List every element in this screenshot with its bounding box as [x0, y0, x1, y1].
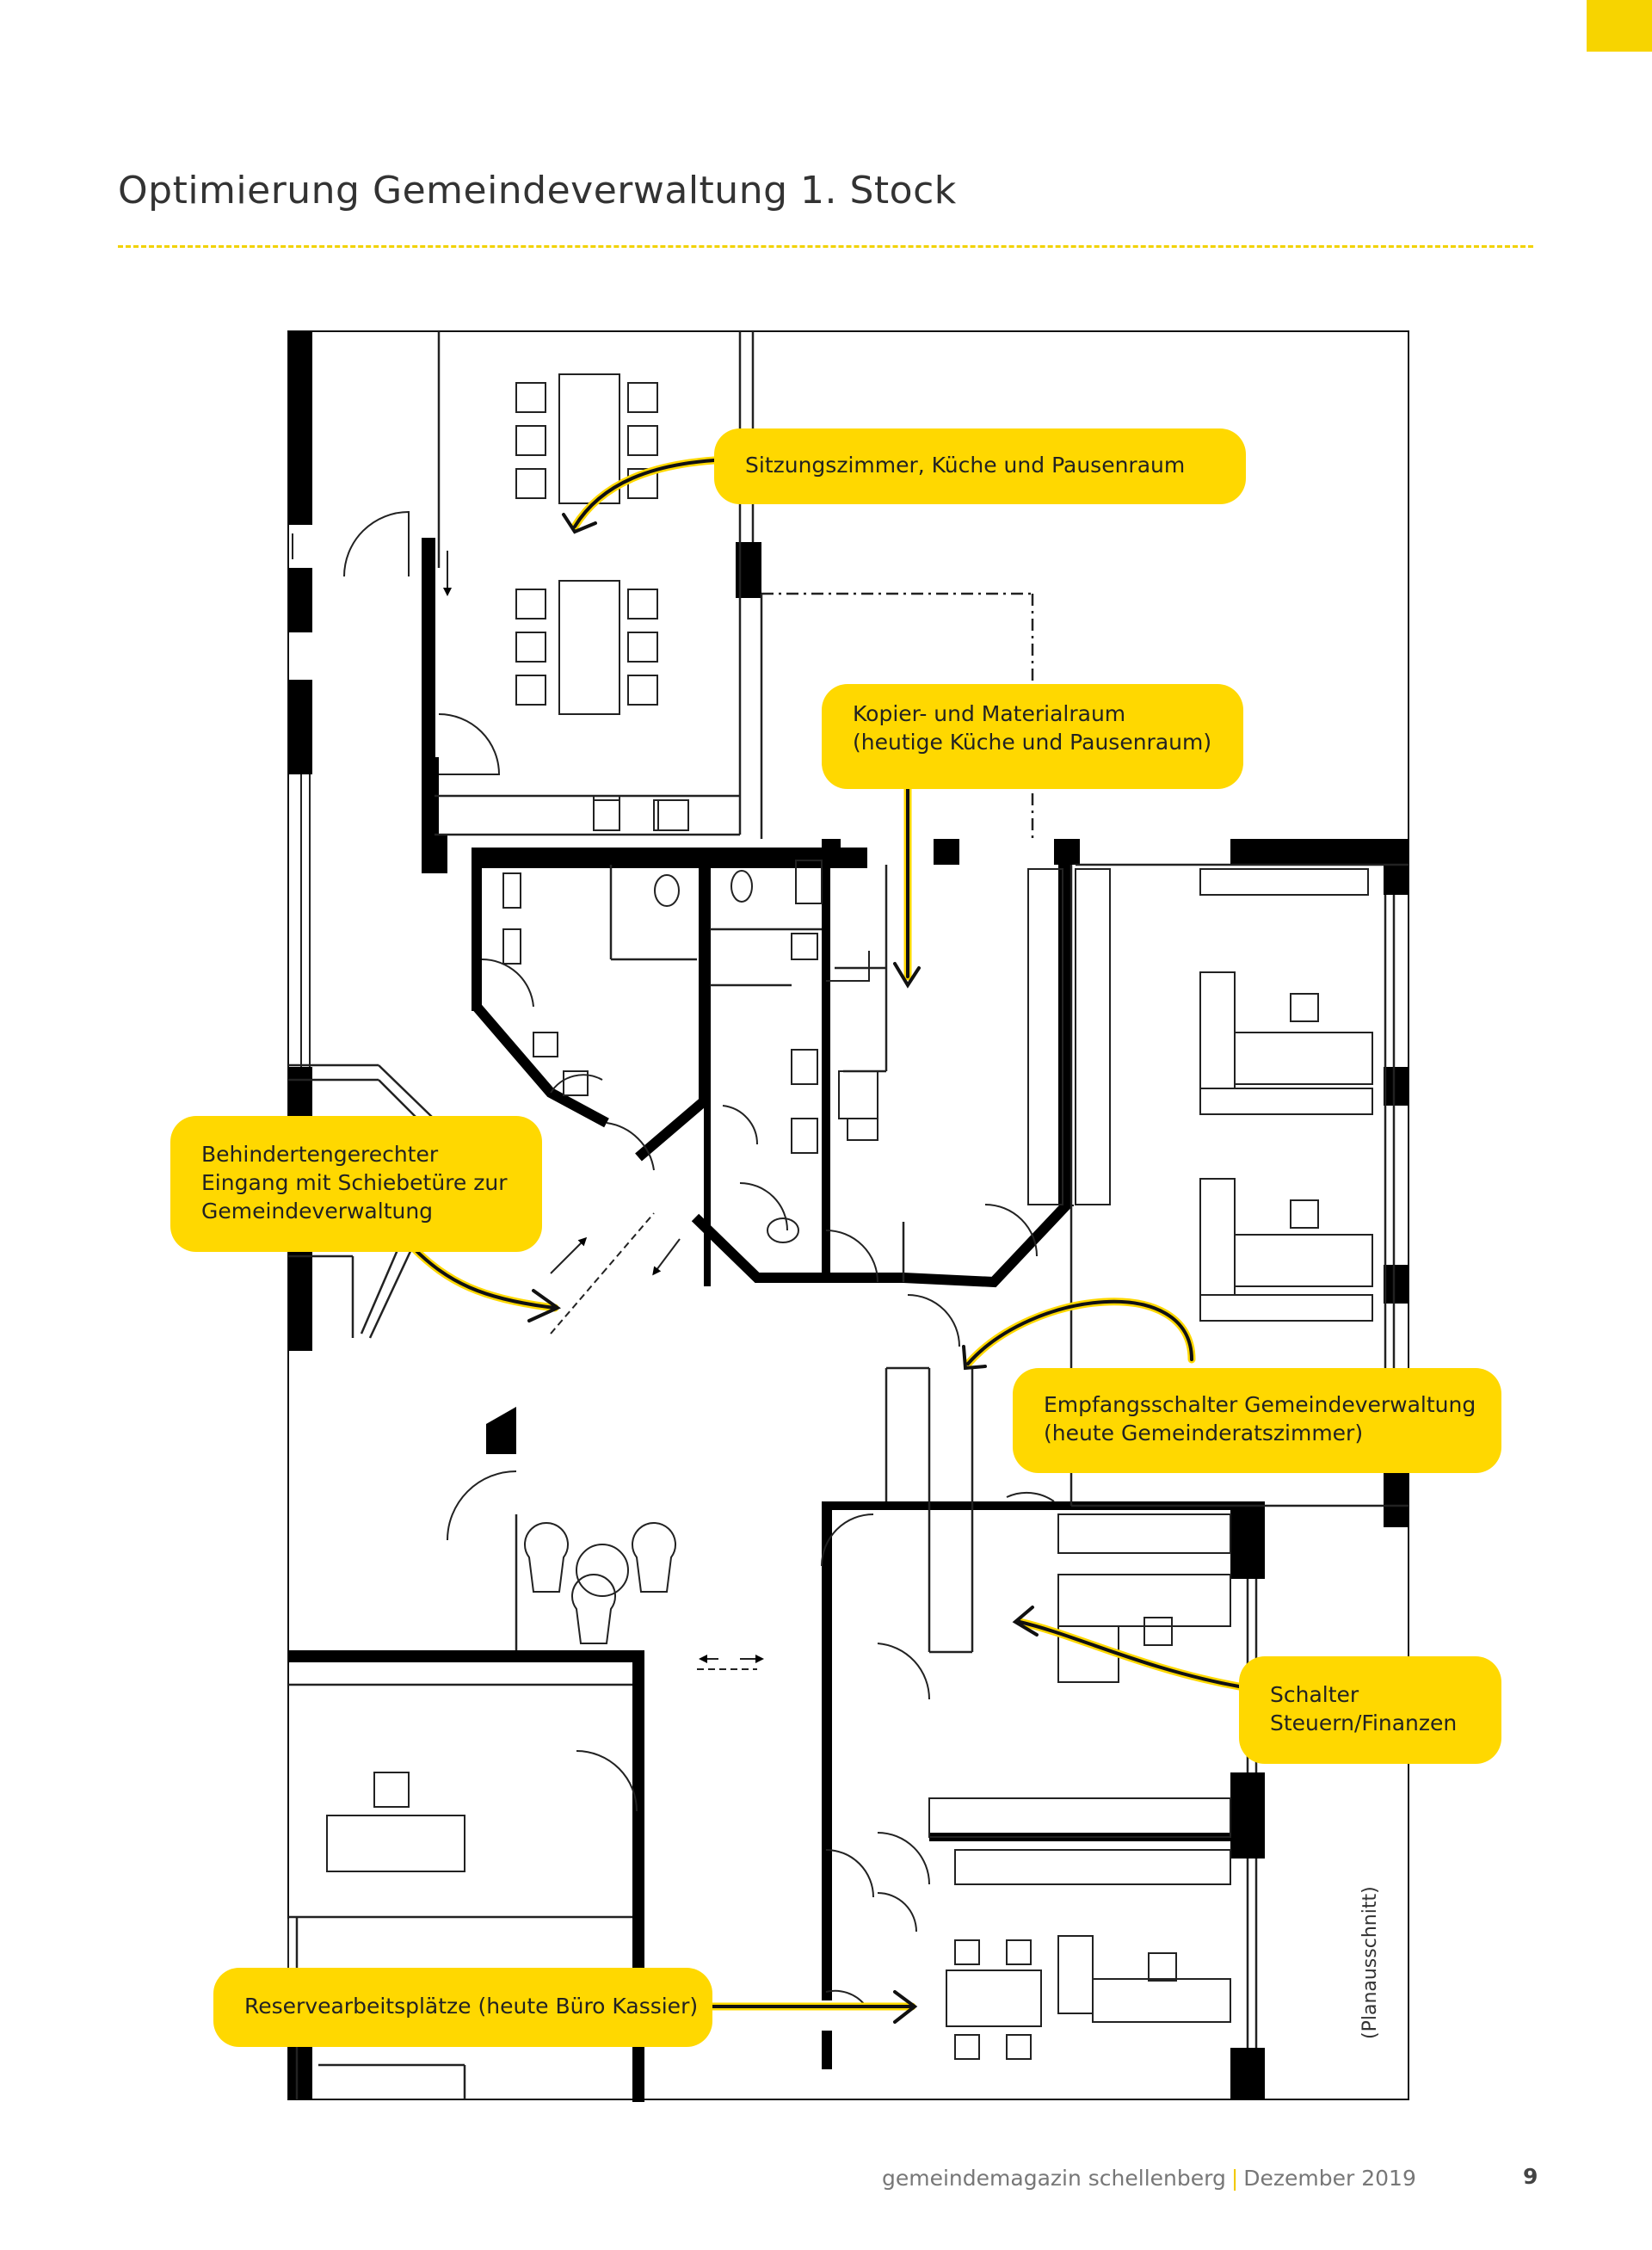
footer-magazine: gemeindemagazin schellenberg	[882, 2166, 1226, 2191]
callout-reception-line-2: (heute Gemeinderatszimmer)	[1044, 1421, 1364, 1446]
footer-separator: |	[1230, 2166, 1239, 2191]
callout-reception-desk: Empfangsschalter Gemeindeverwaltung (heu…	[1013, 1368, 1501, 1473]
callout-meeting-room-line-1: Sitzungszimmer, Küche und Pausenraum	[745, 453, 1186, 478]
callout-entrance-line-2: Eingang mit Schiebetüre zur	[201, 1170, 508, 1195]
furniture	[326, 373, 1373, 2060]
title-divider	[118, 245, 1533, 248]
corner-accent-tab	[1587, 0, 1652, 52]
callout-reserve-line-1: Reservearbeitsplätze (heute Büro Kassier…	[244, 1994, 699, 2019]
callout-reception-line-1: Empfangsschalter Gemeindeverwaltung	[1044, 1392, 1476, 1417]
callout-tax-line-1: Schalter	[1270, 1682, 1359, 1707]
callout-tax-line-2: Steuern/Finanzen	[1270, 1711, 1458, 1735]
page-title: Optimierung Gemeindeverwaltung 1. Stock	[118, 169, 957, 213]
callout-entrance-line-3: Gemeindeverwaltung	[201, 1199, 434, 1224]
callout-entrance-line-1: Behindertengerechter	[201, 1142, 439, 1167]
footer-issue: Dezember 2019	[1243, 2166, 1416, 2191]
callout-accessible-entrance: Behindertengerechter Eingang mit Schiebe…	[170, 1116, 542, 1252]
page-number: 9	[1523, 2164, 1538, 2189]
footer: gemeindemagazin schellenberg|Dezember 20…	[882, 2166, 1416, 2191]
callout-tax-finance-counter: Schalter Steuern/Finanzen	[1239, 1656, 1501, 1764]
callout-copy-room-line-1: Kopier- und Materialraum	[853, 701, 1126, 726]
plan-excerpt-note: (Planausschnitt)	[1359, 1886, 1381, 2039]
sliding-doors	[443, 551, 764, 1670]
callout-copy-room: Kopier- und Materialraum (heutige Küche …	[822, 684, 1243, 789]
callout-reserve-workplaces: Reservearbeitsplätze (heute Büro Kassier…	[213, 1968, 712, 2047]
callout-copy-room-line-2: (heutige Küche und Pausenraum)	[853, 730, 1212, 755]
callout-meeting-room: Sitzungszimmer, Küche und Pausenraum	[714, 428, 1246, 504]
